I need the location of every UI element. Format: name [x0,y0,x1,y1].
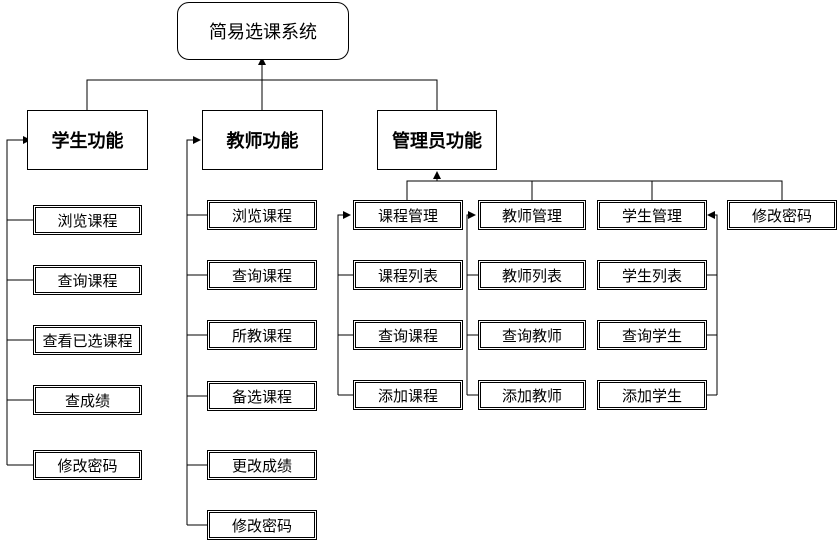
teacher-item-search-courses: 查询课程 [207,260,317,290]
teacher-mgmt-item-search: 查询教师 [478,320,586,350]
student-branches [7,219,33,466]
teacher-mgmt-item-add: 添加教师 [478,380,586,410]
student-item-change-password: 修改密码 [33,450,142,480]
course-item-add: 添加课程 [353,380,463,410]
course-branches [338,274,353,396]
student-item-browse-courses: 浏览课程 [33,205,142,235]
system-root-node: 简易选课系统 [177,2,349,60]
admin-module-teacher-management: 教师管理 [478,200,586,230]
student-mgmt-branches [707,274,717,396]
student-item-search-courses: 查询课程 [33,265,142,295]
teacher-item-taught-courses: 所教课程 [207,320,317,350]
course-item-list: 课程列表 [353,260,463,290]
root-connector [86,58,438,110]
teacher-mgmt-branches [467,274,478,396]
admin-connector [406,172,783,201]
admin-module-student-management: 学生管理 [597,200,707,230]
admin-module-course-management: 课程管理 [353,200,463,230]
student-mgmt-item-list: 学生列表 [597,260,707,290]
teacher-functions-node: 教师功能 [202,110,323,170]
teacher-item-change-password: 修改密码 [207,510,317,540]
course-item-search: 查询课程 [353,320,463,350]
student-mgmt-item-add: 添加学生 [597,380,707,410]
student-mgmt-item-search: 查询学生 [597,320,707,350]
teacher-item-elective-courses: 备选课程 [207,381,317,411]
admin-functions-node: 管理员功能 [377,110,497,170]
admin-module-change-password: 修改密码 [727,200,837,230]
student-mgmt-bus [707,211,718,395]
course-bus [337,211,351,395]
teacher-item-browse-courses: 浏览课程 [207,200,317,230]
student-functions-node: 学生功能 [27,110,148,170]
teacher-item-change-grades: 更改成绩 [207,450,317,480]
teacher-mgmt-bus [466,211,476,395]
teacher-mgmt-item-list: 教师列表 [478,260,586,290]
student-bus [6,136,31,465]
student-item-view-grades: 查成绩 [33,385,142,415]
teacher-bus [186,136,201,525]
teacher-branches [187,214,207,526]
student-item-view-selected: 查看已选课程 [33,325,142,355]
